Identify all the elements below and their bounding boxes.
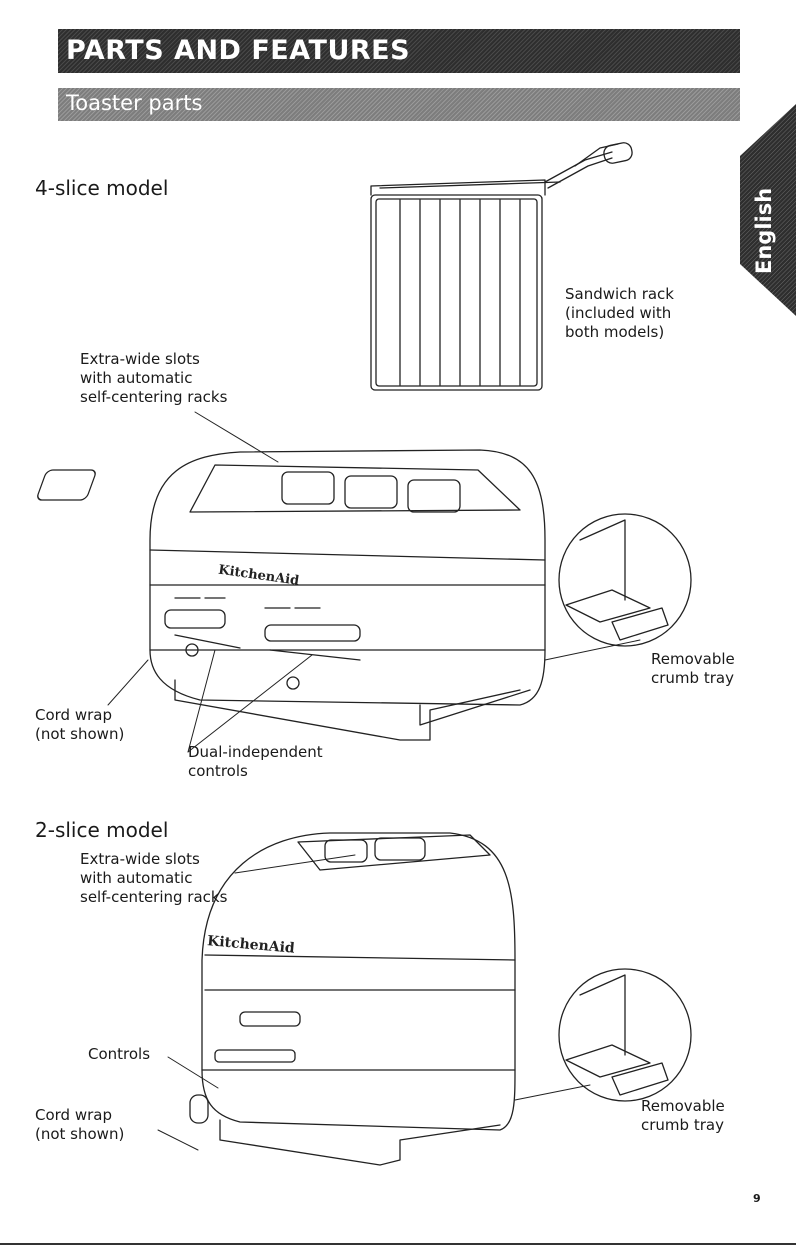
section-title-bar: PARTS AND FEATURES <box>58 29 740 73</box>
two-slice-controls-label: Controls <box>88 1045 151 1063</box>
four-slice-toaster-drawing <box>37 449 546 741</box>
four-slice-controls-label: Dual-independent controls <box>188 743 323 780</box>
four-slice-cord-wrap-label: Cord wrap (not shown) <box>35 706 125 743</box>
two-slice-heading: 2-slice model <box>35 818 169 842</box>
two-slice-toaster-drawing <box>189 832 516 1166</box>
two-slice-slots-label: Extra-wide slots with automatic self-cen… <box>80 850 228 906</box>
leader-lines <box>107 411 641 1151</box>
two-slice-brand-mark: KitchenAid <box>207 933 296 957</box>
four-slice-crumb-tray-label: Removable crumb tray <box>651 650 735 687</box>
four-slice-slots-label: Extra-wide slots with automatic self-cen… <box>80 350 228 406</box>
sandwich-rack-drawing <box>370 142 633 391</box>
bottom-rule <box>0 1243 796 1245</box>
page-number: 9 <box>753 1192 761 1205</box>
sandwich-rack-label: Sandwich rack (included with both models… <box>565 285 674 341</box>
language-tab <box>740 104 796 316</box>
two-slice-cord-wrap-label: Cord wrap (not shown) <box>35 1106 125 1143</box>
page-subtitle: Toaster parts <box>66 91 203 115</box>
four-slice-crumb-tray-inset <box>558 513 692 647</box>
two-slice-crumb-tray-inset <box>558 968 692 1102</box>
section-subtitle-bar: Toaster parts <box>58 88 740 121</box>
two-slice-crumb-tray-label: Removable crumb tray <box>641 1097 725 1134</box>
four-slice-heading: 4-slice model <box>35 176 169 200</box>
page-title: PARTS AND FEATURES <box>66 35 411 66</box>
